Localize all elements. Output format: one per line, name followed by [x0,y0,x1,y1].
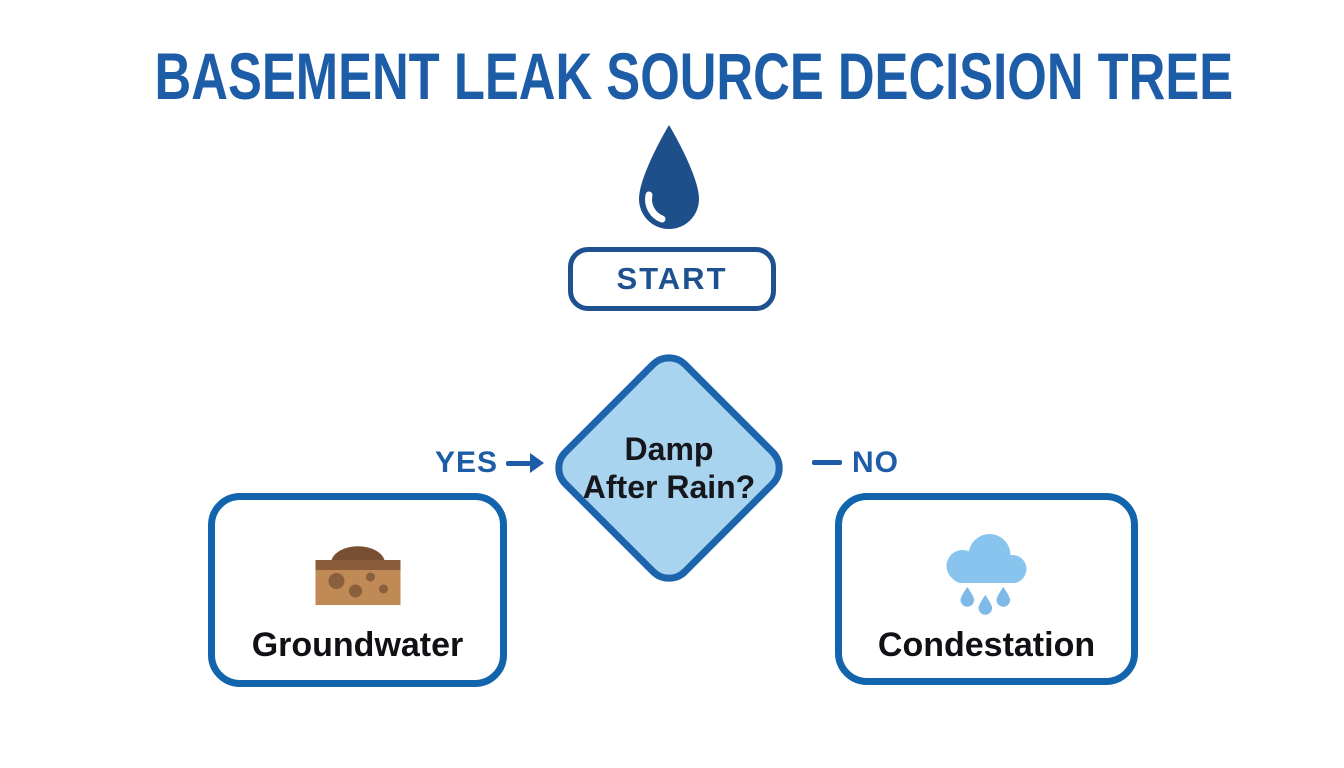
soil-icon [315,546,400,605]
decision-question-line1: Damp [624,431,714,467]
decision-question-line2: After Rain? [582,469,756,505]
yes-arrow-icon [506,453,544,473]
outcome-groundwater-label: Groundwater [251,626,464,664]
decision-question: Damp After Rain? [544,430,794,506]
yes-branch-label: YES [434,446,498,479]
outcome-condestation-label: Condestation [877,626,1096,664]
outcome-condestation: Condestation [835,493,1138,685]
outcome-groundwater: Groundwater [208,493,507,687]
no-branch-label: NO [852,446,899,479]
start-label: START [616,261,728,296]
water-drop-icon [639,125,699,229]
start-node: START [568,247,776,311]
rain-cloud-icon [946,534,1026,615]
page-title: BASEMENT LEAK SOURCE DECISION TREE [154,39,1234,113]
no-connector-line [812,460,842,465]
